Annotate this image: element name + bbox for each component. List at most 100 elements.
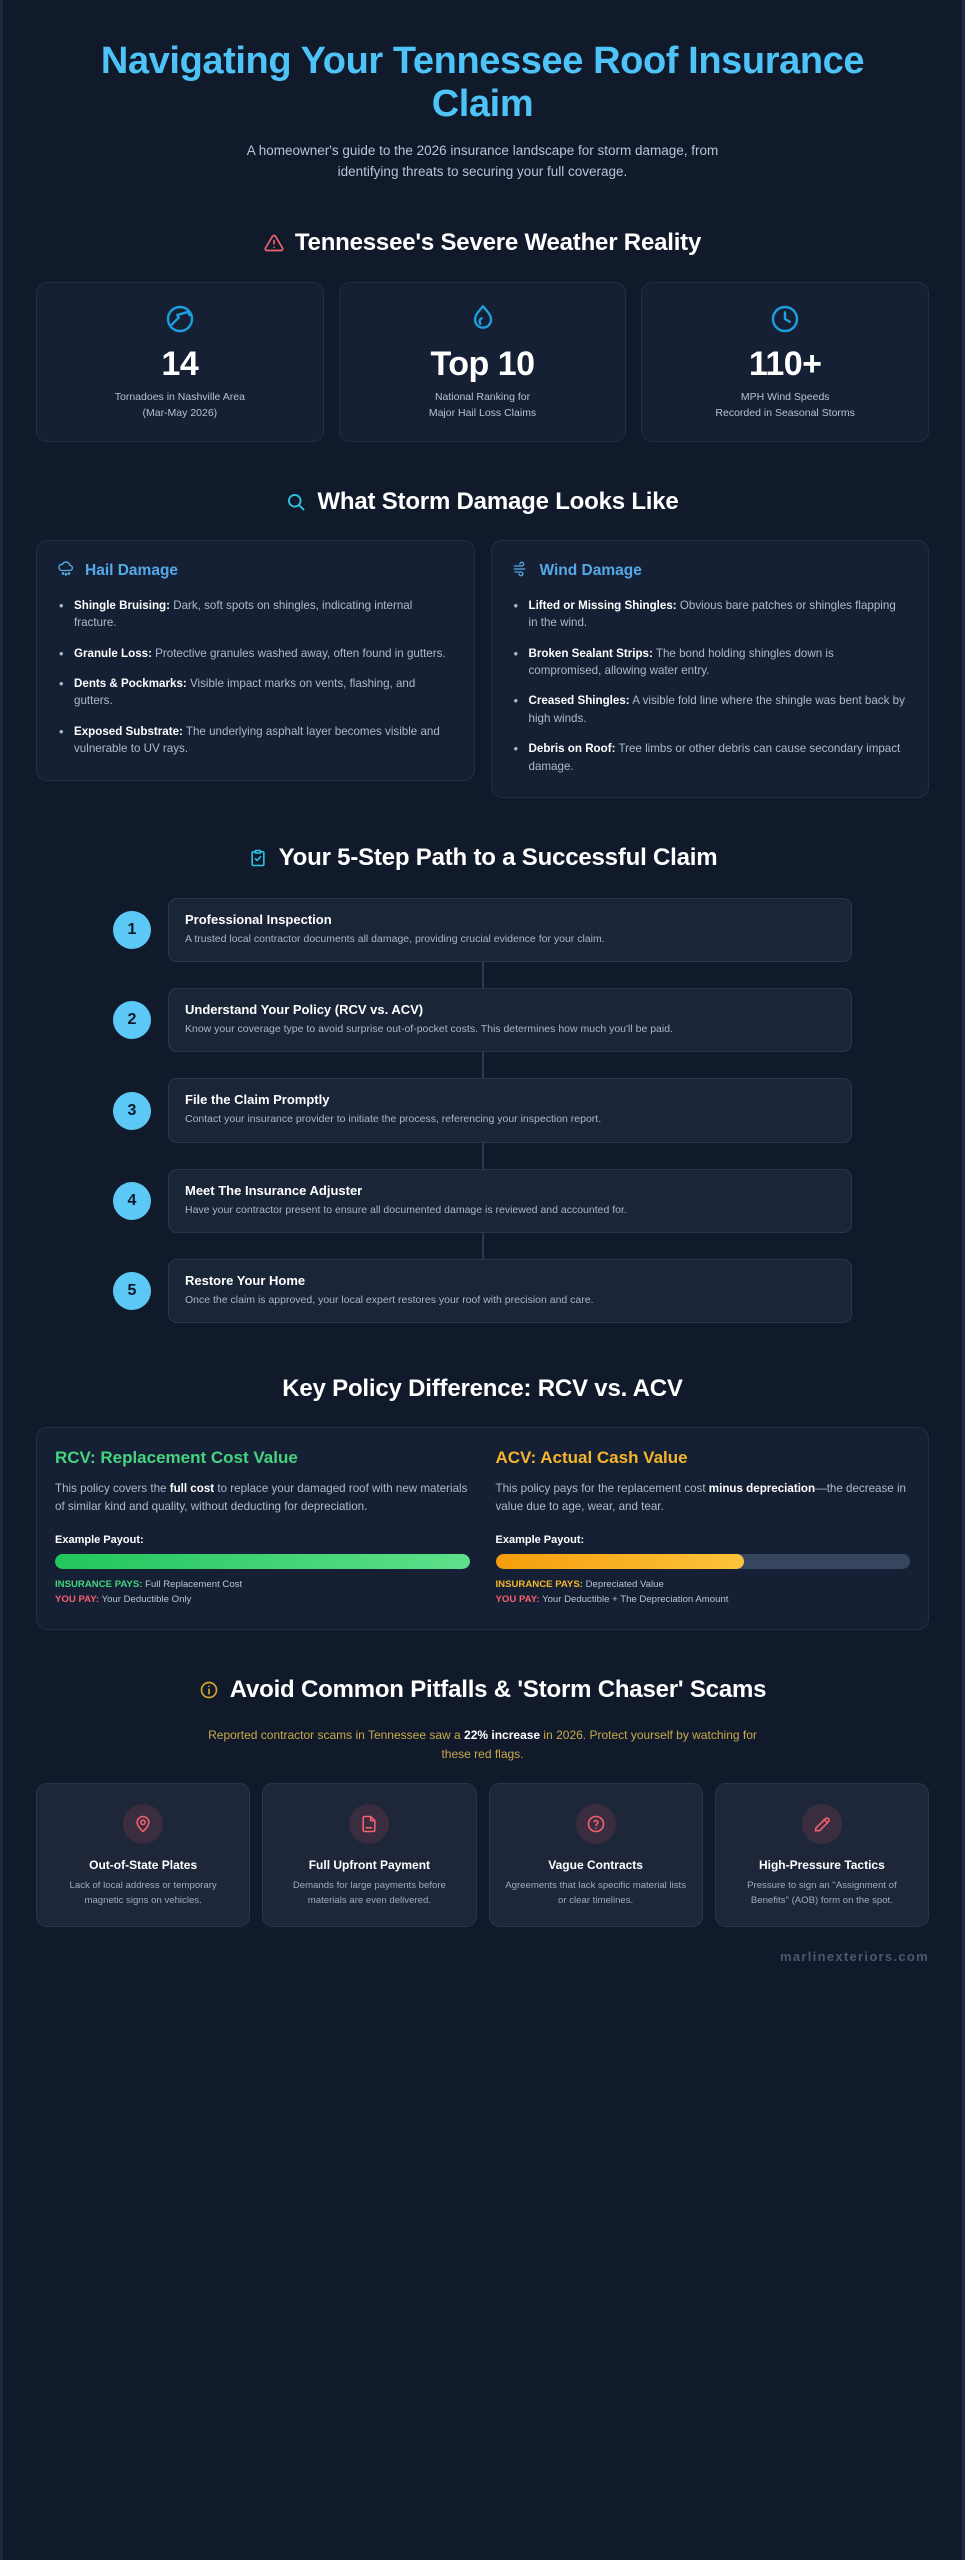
hail-drop-icon [350, 303, 616, 337]
step-card: File the Claim Promptly Contact your ins… [168, 1078, 852, 1143]
stat-card: 14 Tornadoes in Nashville Area (Mar-May … [36, 281, 324, 442]
wind-damage-card: Wind Damage Lifted or Missing Shingles: … [490, 539, 929, 798]
pitfall-title: Out-of-State Plates [89, 1857, 198, 1872]
acv-insurance-value: Depreciated Value [582, 1579, 664, 1591]
rcv-column: RCV: Replacement Cost Value This policy … [55, 1447, 470, 1607]
step-number-badge: 1 [113, 911, 151, 950]
pitfall-title: Vague Contracts [548, 1857, 643, 1872]
step-card: Understand Your Policy (RCV vs. ACV) Kno… [168, 988, 852, 1053]
step-connector [481, 1052, 484, 1079]
step-title: Understand Your Policy (RCV vs. ACV) [185, 1002, 424, 1018]
item-text: Tree limbs or other debris can cause sec… [528, 742, 901, 773]
wind-card-title: Wind Damage [539, 562, 642, 580]
document-icon [349, 1803, 390, 1844]
acv-desc-post: —the decrease in value due to age, wear,… [495, 1482, 906, 1514]
item-term: Shingle Bruising: [74, 598, 170, 612]
acv-title: ACV: Actual Cash Value [495, 1448, 688, 1468]
list-item: Dents & Pockmarks: Visible impact marks … [57, 674, 454, 710]
tornado-icon [47, 303, 313, 337]
policy-heading-text: Key Policy Difference: RCV vs. ACV [282, 1375, 683, 1403]
hail-card-title: Hail Damage [85, 562, 179, 580]
list-item: Shingle Bruising: Dark, soft spots on sh… [57, 596, 454, 632]
item-text: The bond holding shingles down is compro… [528, 646, 834, 677]
acv-payout-lines: INSURANCE PAYS: Depreciated Value YOU PA… [496, 1578, 911, 1607]
item-term: Granule Loss: [74, 646, 152, 660]
acv-payout-bar [495, 1554, 910, 1570]
clock-icon [652, 303, 918, 337]
pitfall-card: High-Pressure Tactics Pressure to sign a… [714, 1782, 929, 1928]
policy-section-heading: Key Policy Difference: RCV vs. ACV [3, 1375, 962, 1403]
step-title: Meet The Insurance Adjuster [185, 1182, 363, 1198]
damage-section-heading: What Storm Damage Looks Like [3, 488, 962, 516]
acv-desc-bold: minus depreciation [708, 1482, 816, 1496]
pitfall-card: Vague Contracts Agreements that lack spe… [488, 1782, 703, 1928]
step-number-badge: 4 [113, 1181, 151, 1220]
step-row: 3 File the Claim Promptly Contact your i… [113, 1078, 852, 1143]
rcv-you-label: YOU PAY: [55, 1593, 100, 1605]
item-text: The underlying asphalt layer becomes vis… [74, 724, 440, 756]
item-text: Visible impact marks on vents, flashing,… [74, 676, 416, 708]
list-item: Creased Shingles: A visible fold line wh… [512, 691, 909, 727]
hail-damage-list: Shingle Bruising: Dark, soft spots on sh… [57, 596, 454, 758]
item-term: Lifted or Missing Shingles: [528, 598, 677, 612]
page-title: Navigating Your Tennessee Roof Insurance… [100, 40, 865, 125]
hero-section: Navigating Your Tennessee Roof Insurance… [3, 0, 962, 183]
pitfall-title: Full Upfront Payment [308, 1857, 431, 1872]
rcv-desc-pre: This policy covers the [55, 1482, 170, 1496]
stat-label: Tornadoes in Nashville Area (Mar-May 202… [47, 390, 313, 420]
acv-you-value: Your Deductible + The Depreciation Amoun… [539, 1593, 729, 1605]
pitfalls-heading-text: Avoid Common Pitfalls & 'Storm Chaser' S… [229, 1676, 767, 1704]
stat-card: Top 10 National Ranking for Major Hail L… [338, 281, 627, 442]
rcv-desc-post: to replace your damaged roof with new ma… [55, 1482, 468, 1514]
pitfall-description: Agreements that lack specific material l… [505, 1880, 686, 1906]
list-item: Broken Sealant Strips: The bond holding … [512, 644, 909, 680]
footer-website: marlinexteriors.com [780, 1949, 929, 1965]
acv-you-label: YOU PAY: [495, 1593, 540, 1605]
item-term: Exposed Substrate: [74, 724, 183, 738]
step-card: Meet The Insurance Adjuster Have your co… [168, 1168, 852, 1233]
list-item: Exposed Substrate: The underlying asphal… [57, 722, 454, 758]
pitfall-description: Lack of local address or temporary magne… [69, 1880, 217, 1906]
step-title: Professional Inspection [185, 911, 332, 927]
pitfalls-note-bold: 22% increase [464, 1728, 541, 1743]
rcv-description: This policy covers the full cost to repl… [55, 1480, 470, 1516]
stat-label: MPH Wind Speeds Recorded in Seasonal Sto… [652, 390, 918, 420]
pitfall-description: Pressure to sign an "Assignment of Benef… [747, 1880, 897, 1906]
pitfalls-note: Reported contractor scams in Tennessee s… [203, 1726, 763, 1764]
path-heading-text: Your 5-Step Path to a Successful Claim [278, 843, 718, 871]
stat-label: National Ranking for Major Hail Loss Cla… [350, 390, 616, 420]
list-item: Granule Loss: Protective granules washed… [57, 644, 454, 664]
item-term: Broken Sealant Strips: [528, 646, 653, 660]
claim-steps-list: 1 Professional Inspection A trusted loca… [3, 897, 962, 1324]
page-subtitle: A homeowner's guide to the 2026 insuranc… [246, 143, 719, 180]
map-pin-icon [123, 1803, 164, 1844]
stat-value: Top 10 [430, 344, 535, 383]
acv-example-label: Example Payout: [495, 1534, 585, 1547]
policy-comparison-panel: RCV: Replacement Cost Value This policy … [36, 1427, 929, 1631]
stat-label-line1: MPH Wind Speeds [740, 391, 830, 404]
step-card: Professional Inspection A trusted local … [168, 897, 852, 963]
wind-card-header: Wind Damage [512, 560, 909, 583]
item-text: A visible fold line where the shingle wa… [528, 694, 905, 725]
step-row: 2 Understand Your Policy (RCV vs. ACV) K… [113, 988, 852, 1053]
rcv-example-label: Example Payout: [55, 1534, 144, 1547]
stat-value: 110+ [748, 344, 822, 383]
signature-pen-icon [801, 1803, 842, 1844]
acv-description: This policy pays for the replacement cos… [496, 1480, 911, 1516]
search-icon [286, 492, 306, 512]
stat-label-line1: Tornadoes in Nashville Area [114, 391, 245, 404]
info-circle-icon [199, 1680, 219, 1700]
rcv-payout-bar [55, 1554, 470, 1570]
clipboard-check-icon [248, 848, 268, 868]
pitfall-description: Demands for large payments before materi… [292, 1880, 446, 1906]
question-circle-icon [575, 1803, 616, 1844]
list-item: Debris on Roof: Tree limbs or other debr… [512, 739, 909, 775]
rcv-you-value: Your Deductible Only [99, 1593, 192, 1605]
step-number-badge: 5 [113, 1272, 151, 1311]
pitfalls-note-pre: Reported contractor scams in Tennessee s… [208, 1728, 465, 1743]
alert-triangle-icon [264, 233, 284, 253]
path-section-heading: Your 5-Step Path to a Successful Claim [3, 844, 962, 872]
acv-column: ACV: Actual Cash Value This policy pays … [495, 1447, 911, 1607]
step-number-badge: 2 [113, 1001, 151, 1040]
